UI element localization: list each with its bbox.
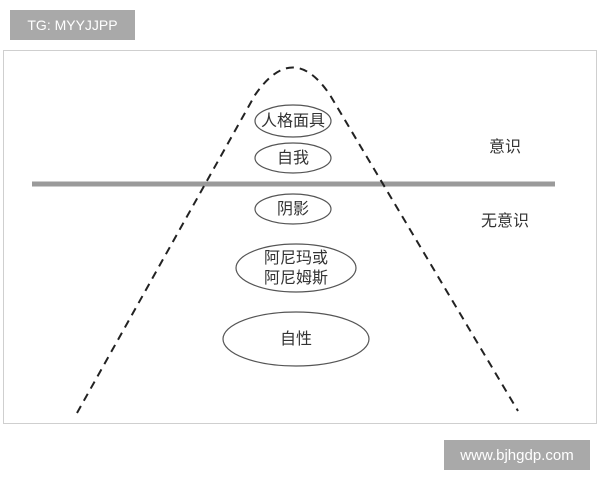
anima-label-line1: 阿尼玛或 — [263, 248, 328, 267]
watermark-bottom-right-text: www.bjhgdp.com — [460, 446, 574, 464]
persona-label: 人格面具 — [260, 111, 325, 130]
shadow-ellipse — [254, 193, 332, 225]
ego-label: 自我 — [276, 148, 309, 167]
self-label: 自性 — [279, 329, 312, 348]
watermark-bottom-right: www.bjhgdp.com — [444, 440, 590, 470]
shadow-label: 阴影 — [276, 199, 309, 218]
ego-ellipse — [254, 142, 332, 174]
watermark-top-left-text: TG: MYYJJPP — [27, 17, 118, 33]
conscious-region-label: 意识 — [488, 137, 521, 156]
diagram-frame — [3, 50, 597, 424]
watermark-top-left: TG: MYYJJPP — [10, 10, 135, 40]
unconscious-region-label: 无意识 — [480, 211, 529, 230]
psyche-boundary-curve — [76, 66, 519, 414]
anima-animus-ellipse — [235, 243, 357, 293]
persona-ellipse — [254, 104, 332, 138]
animus-label-line2: 阿尼姆斯 — [263, 268, 328, 287]
self-ellipse — [222, 311, 370, 367]
